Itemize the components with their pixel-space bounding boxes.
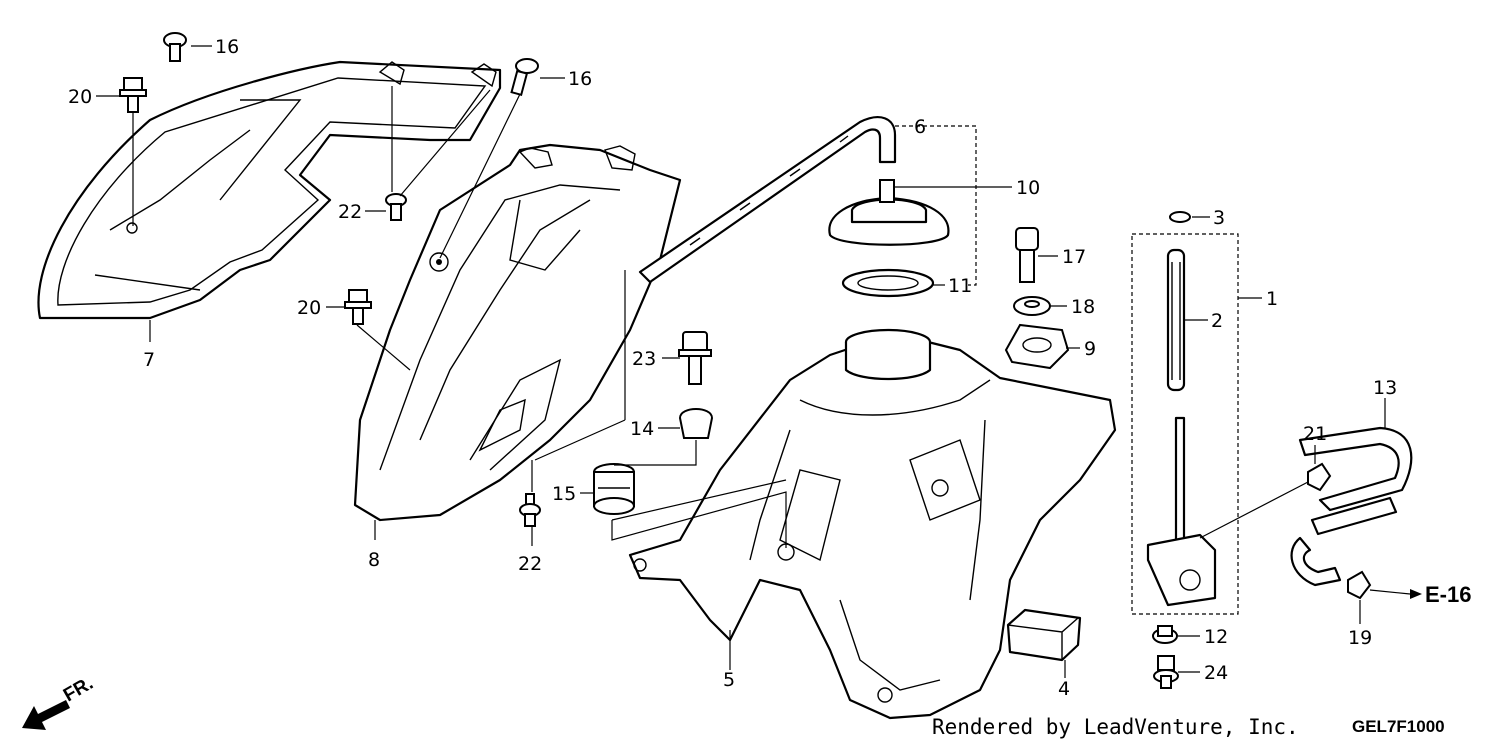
callout-4: 4 — [1058, 678, 1070, 700]
callout-20-top: 20 — [68, 86, 92, 108]
clip-21-hw[interactable] — [1307, 462, 1332, 492]
callout-10: 10 — [1016, 177, 1040, 199]
callout-9: 9 — [1084, 338, 1096, 360]
fuel-cap-part[interactable] — [828, 179, 950, 246]
callout-19: 19 — [1348, 627, 1372, 649]
callout-22-top: 22 — [338, 201, 362, 223]
fuel-valve-part[interactable] — [1146, 416, 1217, 607]
shroud-right-part[interactable] — [353, 143, 682, 522]
screw-22b-hw[interactable] — [519, 493, 541, 527]
clip-19-hw[interactable] — [1347, 570, 1372, 600]
collar-14-hw[interactable] — [678, 408, 714, 439]
callout-7: 7 — [143, 349, 155, 371]
cushion-part[interactable] — [1006, 608, 1082, 662]
callout-16-top-left: 16 — [215, 36, 239, 58]
fuel-tank-part[interactable] — [628, 328, 1117, 720]
grommet-15-hw[interactable] — [593, 463, 635, 515]
washer-18-hw[interactable] — [1013, 296, 1051, 316]
callout-20-mid: 20 — [297, 297, 321, 319]
bolt-20b-hw[interactable] — [344, 289, 372, 325]
bolt-23-hw[interactable] — [678, 331, 712, 385]
grommet-9-hw[interactable] — [1004, 323, 1070, 370]
washer-3-hw[interactable] — [1169, 211, 1191, 223]
bolt-17-hw[interactable] — [1015, 227, 1039, 283]
callout-2: 2 — [1211, 310, 1223, 332]
screw-22a-hw[interactable] — [385, 193, 407, 221]
callout-22-bottom: 22 — [518, 553, 542, 575]
diagram-code: GEL7F1000 — [1352, 717, 1445, 736]
valve-assembly-bracket — [1131, 233, 1239, 615]
callout-14: 14 — [630, 418, 654, 440]
callout-11: 11 — [948, 275, 972, 297]
breather-tube-part[interactable] — [638, 116, 897, 284]
fuel-hose-part[interactable] — [1290, 426, 1413, 587]
credit-text: Rendered by LeadVenture, Inc. — [932, 715, 1299, 739]
callout-3: 3 — [1213, 207, 1225, 229]
nut-12-hw[interactable] — [1152, 625, 1178, 644]
bolt-20a-hw[interactable] — [119, 77, 147, 113]
front-arrow-icon — [22, 700, 70, 730]
shroud-left-part[interactable] — [37, 60, 502, 320]
fuel-strainer-part[interactable] — [1166, 248, 1186, 392]
callout-16-top-right: 16 — [568, 68, 592, 90]
callout-18: 18 — [1071, 296, 1095, 318]
screw-16a-hw[interactable] — [163, 32, 187, 62]
callout-6: 6 — [914, 116, 926, 138]
screw-16b-hw[interactable] — [510, 58, 539, 97]
reference-e16[interactable]: E-16 — [1425, 582, 1471, 607]
callout-13: 13 — [1373, 377, 1397, 399]
callout-5: 5 — [723, 669, 735, 691]
callout-8: 8 — [368, 549, 380, 571]
leader-lines — [96, 45, 1422, 678]
callout-12: 12 — [1204, 626, 1228, 648]
callout-21: 21 — [1303, 423, 1327, 445]
callout-24: 24 — [1204, 662, 1228, 684]
bolt-24-hw[interactable] — [1153, 655, 1179, 689]
cap-seal-part[interactable] — [841, 268, 935, 298]
callout-23: 23 — [632, 348, 656, 370]
callout-15: 15 — [552, 483, 576, 505]
callout-1: 1 — [1266, 288, 1278, 310]
callout-17: 17 — [1062, 246, 1086, 268]
